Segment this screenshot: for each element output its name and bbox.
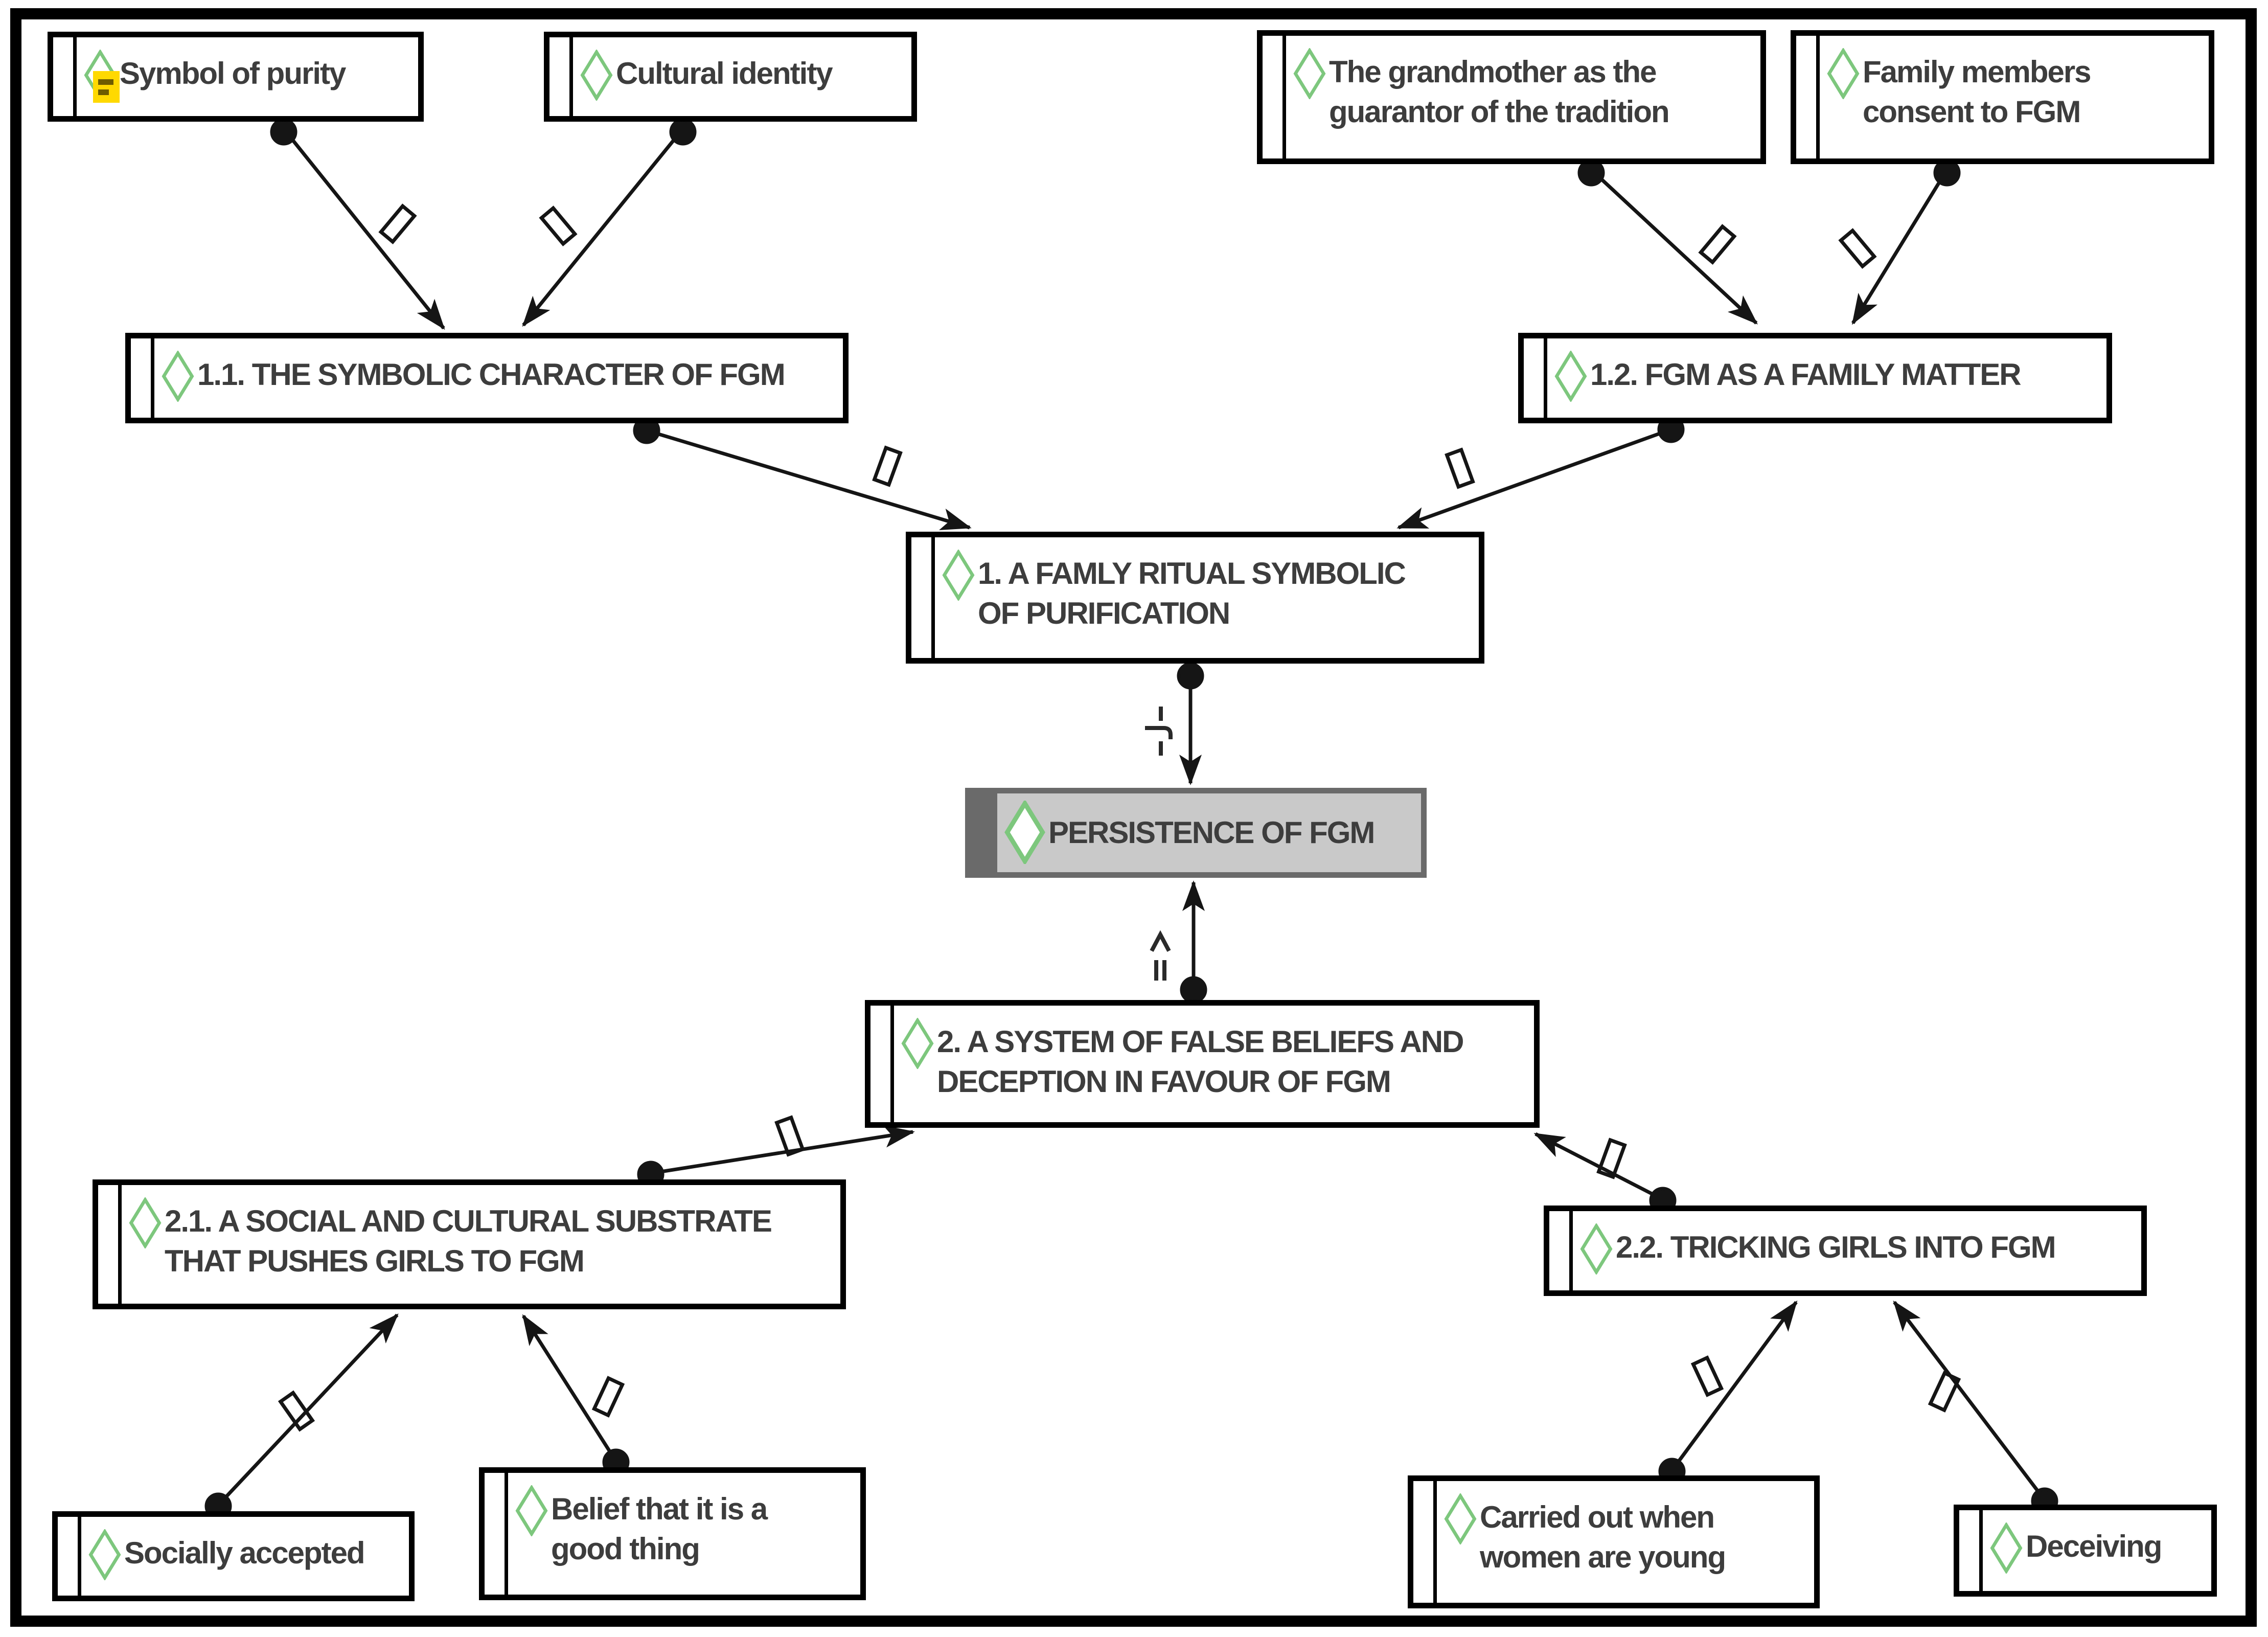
outer-frame: [10, 8, 2257, 1627]
node-left-strip: [1796, 36, 1820, 158]
node-grandmother-guarantor[interactable]: The grandmother as the guarantor of the …: [1257, 30, 1766, 164]
edge-label-glyph: [1445, 447, 1475, 489]
code-icon: [1990, 1510, 2026, 1576]
node-persistence-of-fgm[interactable]: PERSISTENCE OF FGM: [965, 788, 1427, 878]
node-label: The grandmother as the guarantor of the …: [1329, 55, 1670, 129]
code-icon: [942, 537, 978, 603]
code-icon: [1827, 36, 1863, 102]
node-socially-accepted[interactable]: Socially accepted: [52, 1511, 415, 1601]
node-left-strip: [549, 37, 573, 116]
edge-1-2-to-1[interactable]: [1396, 416, 1685, 530]
node-label: Socially accepted: [124, 1536, 365, 1570]
code-icon: [88, 1517, 124, 1583]
edge-2-1-to-2[interactable]: [637, 1125, 915, 1188]
code-icon: [1004, 793, 1048, 867]
edge-symbol-of-purity-to-1-1[interactable]: [270, 118, 445, 330]
node-label: Cultural identity: [616, 56, 833, 90]
code-icon: [1554, 338, 1590, 404]
node-label: Family members consent to FGM: [1863, 55, 2092, 129]
edge-label-rotated-implies-glyph: [1150, 930, 1171, 981]
node-label: Deceiving: [2026, 1529, 2162, 1563]
code-icon: [129, 1185, 165, 1251]
node-cultural-identity[interactable]: Cultural identity: [544, 32, 917, 122]
node-1-family-ritual[interactable]: 1. A FAMLY RITUAL SYMBOLIC OF PURIFICATI…: [906, 532, 1484, 664]
node-label: 1.1. THE SYMBOLIC CHARACTER OF FGM: [197, 357, 786, 392]
node-symbol-of-purity[interactable]: Symbol of purity: [48, 32, 424, 122]
node-belief-good-thing[interactable]: Belief that it is a good thing: [479, 1467, 866, 1600]
edge-label-glyph: [278, 1390, 315, 1432]
edge-label-rotated-arrow-glyph: [1145, 707, 1173, 756]
code-icon: [901, 1006, 937, 1072]
edge-socially-accepted-to-2-1[interactable]: [204, 1313, 399, 1520]
node-2-1-social-cultural-substrate[interactable]: 2.1. A SOCIAL AND CULTURAL SUBSTRATE THA…: [93, 1179, 846, 1309]
code-icon: [580, 37, 616, 103]
edge-2-to-persistence[interactable]: [1180, 880, 1207, 1004]
node-1-1-symbolic-character[interactable]: 1.1. THE SYMBOLIC CHARACTER OF FGM: [125, 333, 849, 423]
edge-carried-out-to-2-2[interactable]: [1658, 1300, 1798, 1485]
edge-label-glyph: [378, 203, 417, 244]
node-label: PERSISTENCE OF FGM: [1048, 815, 1375, 850]
node-label: Carried out when women are young: [1480, 1500, 1726, 1574]
node-label: 1. A FAMLY RITUAL SYMBOLIC OF PURIFICATI…: [978, 556, 1406, 630]
node-1-2-family-matter[interactable]: 1.2. FGM AS A FAMILY MATTER: [1518, 333, 2112, 423]
node-label: 1.2. FGM AS A FAMILY MATTER: [1590, 357, 2022, 392]
node-left-strip: [131, 338, 154, 418]
edge-label-glyph: [1698, 224, 1737, 265]
edge-label-glyph: [539, 206, 578, 246]
edge-family-consent-to-1-2[interactable]: [1851, 159, 1961, 325]
node-label: Belief that it is a good thing: [551, 1492, 768, 1566]
edge-label-glyph: [872, 445, 903, 487]
node-left-strip: [1413, 1481, 1437, 1603]
code-icon: [1580, 1211, 1616, 1277]
node-2-2-tricking-girls[interactable]: 2.2. TRICKING GIRLS INTO FGM: [1544, 1206, 2147, 1296]
edge-belief-to-2-1[interactable]: [522, 1314, 630, 1476]
memo-icon: [93, 71, 120, 103]
node-family-consent[interactable]: Family members consent to FGM: [1791, 30, 2214, 164]
node-label: 2. A SYSTEM OF FALSE BELIEFS AND DECEPTI…: [937, 1025, 1464, 1099]
edge-label-glyph: [591, 1376, 625, 1418]
edge-label-glyph: [1690, 1355, 1724, 1397]
node-left-strip: [870, 1006, 894, 1122]
edge-cultural-identity-to-1-1[interactable]: [522, 118, 697, 327]
node-left-strip: [485, 1473, 508, 1595]
node-deceiving[interactable]: Deceiving: [1954, 1505, 2217, 1597]
node-label: Symbol of purity: [120, 56, 346, 90]
code-icon: [515, 1473, 551, 1539]
node-2-false-beliefs[interactable]: 2. A SYSTEM OF FALSE BELIEFS AND DECEPTI…: [865, 1000, 1540, 1128]
node-label: 2.2. TRICKING GIRLS INTO FGM: [1616, 1230, 2056, 1264]
node-left-strip: [1524, 338, 1547, 418]
code-icon: [1444, 1481, 1480, 1547]
edge-label-glyph: [1928, 1371, 1961, 1413]
edge-1-to-persistence[interactable]: [1177, 662, 1204, 785]
code-icon: [1293, 36, 1329, 102]
edge-label-glyph: [774, 1115, 805, 1157]
node-left-strip: [98, 1185, 122, 1304]
edge-deceiving-to-2-2[interactable]: [1893, 1300, 2058, 1515]
node-label: 2.1. A SOCIAL AND CULTURAL SUBSTRATE THA…: [165, 1204, 772, 1278]
node-left-strip: [1549, 1211, 1573, 1290]
code-icon: [162, 338, 197, 404]
code-icon: [84, 37, 120, 103]
node-left-strip: [971, 793, 997, 872]
node-left-strip: [53, 37, 77, 116]
node-carried-out-young[interactable]: Carried out when women are young: [1408, 1475, 1820, 1608]
node-left-strip: [911, 537, 935, 658]
node-left-strip: [58, 1517, 81, 1596]
node-left-strip: [1959, 1510, 1983, 1591]
edge-1-1-to-1[interactable]: [633, 417, 972, 530]
node-left-strip: [1263, 36, 1286, 158]
edge-label-glyph: [1596, 1138, 1627, 1179]
edge-label-glyph: [1838, 228, 1877, 269]
